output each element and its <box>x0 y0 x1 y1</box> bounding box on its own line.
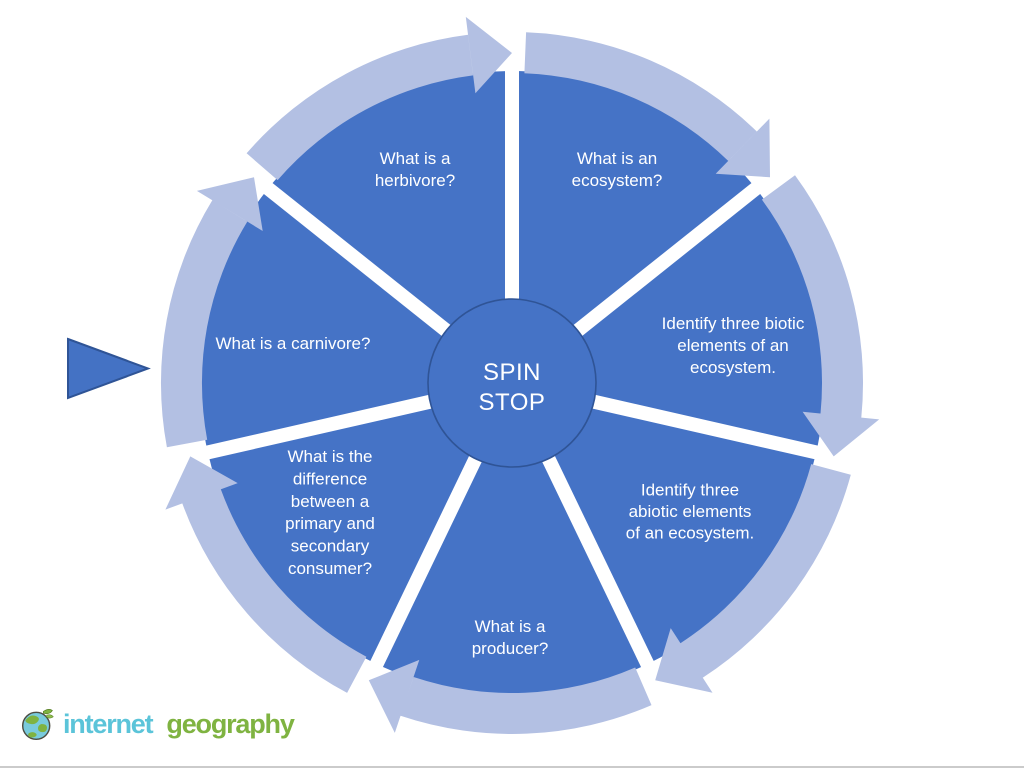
wedge-producer[interactable] <box>376 383 648 696</box>
logo-word-internet: internet <box>63 709 154 739</box>
spin-pointer-triangle <box>67 337 151 400</box>
ring-arrow-herbivore <box>246 16 512 181</box>
ring-arrow-ecosystem <box>524 32 770 178</box>
ring-arrow-biotic-elements <box>761 175 880 457</box>
ring-arrow-carnivore <box>160 177 263 448</box>
logo-word-geography: geography <box>166 709 294 739</box>
ring-arrow-consumer-difference <box>165 456 367 693</box>
ring-arrow-abiotic-elements <box>655 464 851 693</box>
spin-stop-button[interactable] <box>427 298 597 468</box>
internet-geography-logo: internet geography <box>20 706 295 742</box>
wedge-herbivore[interactable] <box>268 71 512 383</box>
wedge-ecosystem[interactable] <box>512 71 756 383</box>
wedge-label-carnivore: What is a carnivore? <box>216 334 371 353</box>
ring-arrow-producer <box>368 659 652 734</box>
slide-bottom-border <box>0 766 1024 768</box>
globe-icon <box>21 709 54 741</box>
